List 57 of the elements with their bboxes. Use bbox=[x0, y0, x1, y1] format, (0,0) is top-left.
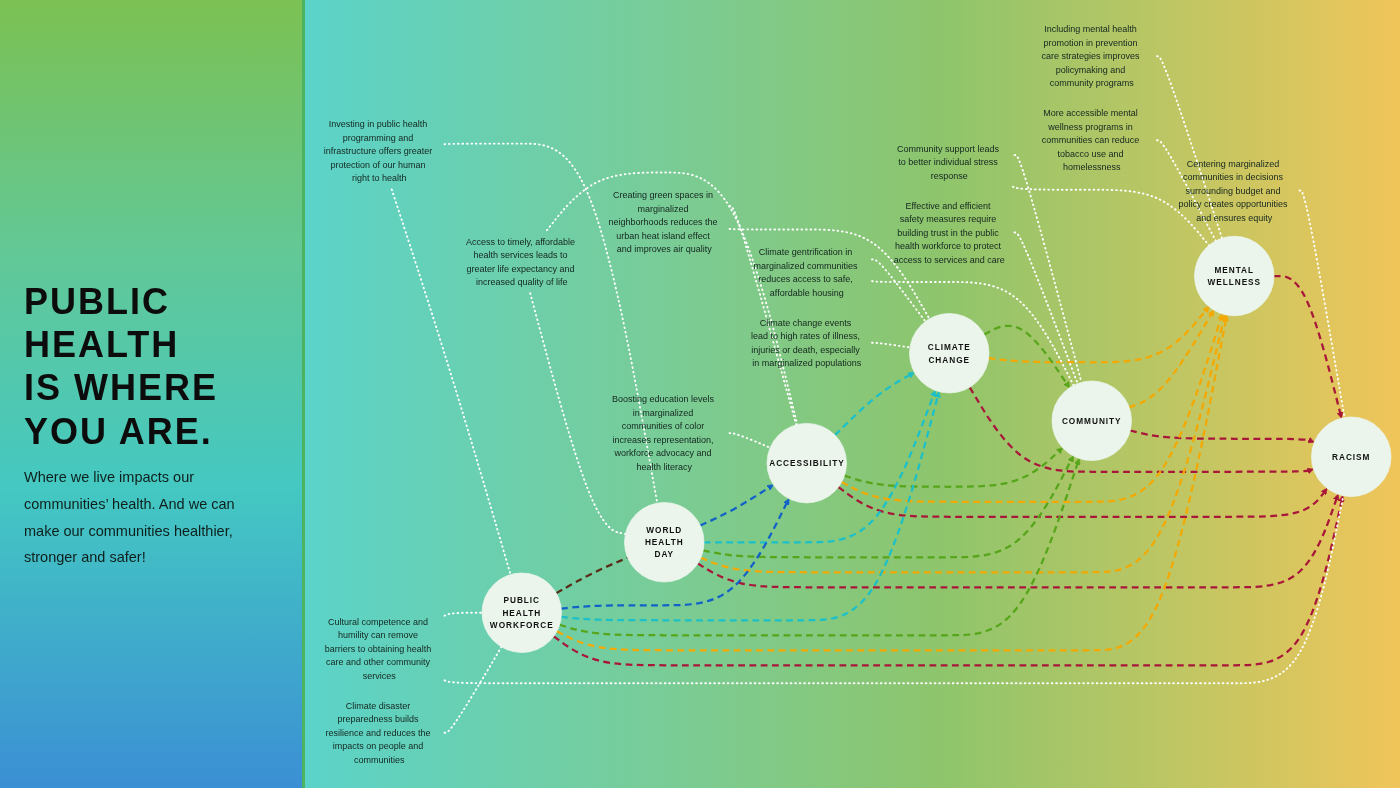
arrow bbox=[1274, 274, 1344, 418]
node-text: Climate disaster preparedness builds resilience and reduces the impacts on people and communities bbox=[325, 700, 431, 765]
arrow bbox=[699, 483, 774, 527]
arrow bbox=[704, 389, 937, 543]
connector bbox=[871, 257, 927, 322]
node-circle: ACCESSIBILITY bbox=[766, 422, 847, 503]
node-circle: WORLD HEALTH DAY bbox=[624, 501, 705, 582]
connector bbox=[1013, 153, 1083, 383]
arrow bbox=[968, 386, 1314, 474]
arrow bbox=[834, 371, 915, 436]
arrow bbox=[559, 457, 1081, 636]
connector bbox=[1298, 189, 1346, 418]
connector bbox=[390, 187, 512, 576]
subtitle: Where we live impacts our communities’ health. And we can make our communities healthier, stronger and safer! bbox=[24, 468, 236, 568]
arrow bbox=[561, 497, 790, 610]
arrow bbox=[983, 324, 1070, 388]
connector bbox=[871, 341, 911, 348]
arrow bbox=[1130, 428, 1315, 443]
connector bbox=[1011, 185, 1210, 246]
node-circle: RACISM bbox=[1311, 416, 1392, 497]
connector bbox=[443, 142, 659, 504]
connector bbox=[1156, 54, 1223, 239]
node-text: Including mental health promotion in prevention care strategies improves policymaking and community programs bbox=[1041, 23, 1140, 88]
arrow bbox=[697, 493, 1340, 588]
arrow bbox=[988, 305, 1210, 363]
node-text: Boosting education levels in marginalized communities of color increases representation, workforce advocacy and health literacy bbox=[611, 393, 715, 472]
arrow bbox=[553, 494, 1345, 666]
connector bbox=[443, 645, 503, 734]
connector bbox=[728, 431, 772, 449]
connector bbox=[1013, 231, 1079, 384]
node-text: Investing in public health programming and infrastructure offers greater protection of our human right to health bbox=[323, 118, 433, 183]
connector bbox=[443, 611, 483, 617]
connector bbox=[728, 227, 931, 320]
connector bbox=[1156, 138, 1217, 242]
title: PUBLIC HEALTH IS WHERE YOU ARE. bbox=[24, 280, 219, 453]
arrow bbox=[1128, 309, 1215, 408]
arrow bbox=[837, 485, 1328, 518]
arrow bbox=[844, 446, 1063, 488]
node-text: Access to timely, affordable health services leads to greater life expectancy and increased quality of life bbox=[465, 235, 576, 287]
node-text: Community support leads to better individual stress response bbox=[896, 142, 1000, 181]
node-circle: CLIMATE CHANGE bbox=[909, 312, 990, 393]
node-text: More accessible mental wellness programs in communities can reduce tobacco use and homelessness bbox=[1041, 107, 1140, 172]
connector bbox=[545, 171, 799, 425]
node-circle: MENTAL WELLNESS bbox=[1194, 235, 1275, 316]
arrow bbox=[841, 313, 1224, 503]
arrow bbox=[556, 314, 1229, 651]
node-text: Creating green spaces in marginalized neighborhoods reduces the urban heat island effect and improves air quality bbox=[608, 189, 718, 254]
node-circle: PUBLIC HEALTH WORKFORCE bbox=[481, 572, 562, 653]
node-text: Effective and efficient safety measures require building trust in the public health workforce to protect access to services and care bbox=[893, 199, 1005, 265]
arrow bbox=[700, 313, 1227, 573]
node-text: Cultural competence and humility can remove barriers to obtaining health care and other community services bbox=[324, 616, 432, 681]
arrow bbox=[702, 455, 1074, 558]
node-text: Climate gentrification in marginalized communities reduces access to safe, affordable housing bbox=[753, 246, 858, 298]
connector bbox=[871, 279, 1075, 386]
node-circle: COMMUNITY bbox=[1051, 380, 1132, 461]
connector bbox=[443, 494, 1345, 684]
arrow bbox=[561, 390, 941, 621]
